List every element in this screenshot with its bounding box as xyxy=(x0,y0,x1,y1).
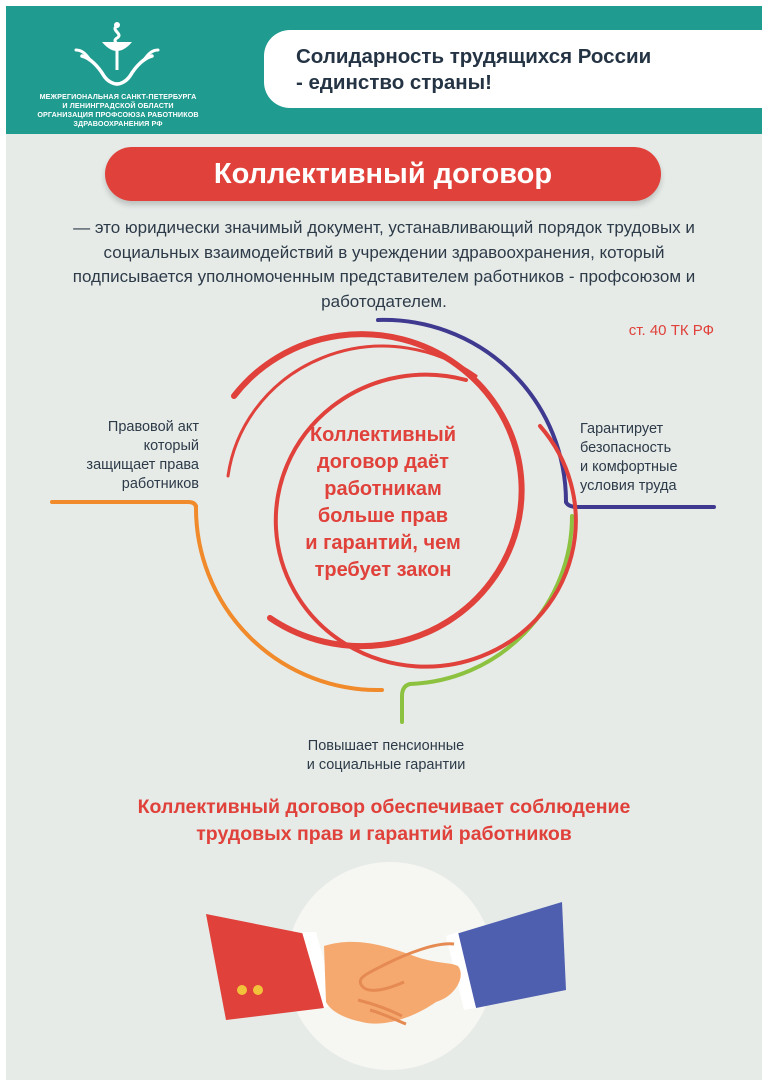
red-ring-swirl xyxy=(226,344,478,478)
green-connector xyxy=(400,682,412,724)
definition-text: — это юридически значимый документ, уста… xyxy=(72,218,696,311)
benefit-legal-act: Правовой акт который защищает права рабо… xyxy=(46,418,199,494)
benefit-safety: Гарантирует безопасность и комфортные ус… xyxy=(580,420,720,496)
org-name-line: здравоохранения РФ xyxy=(73,119,163,128)
org-name-line: и Ленинградской области xyxy=(62,101,174,110)
center-line: больше прав xyxy=(317,505,449,527)
slogan-line: Солидарность трудящихся России xyxy=(296,45,652,68)
handshake-icon xyxy=(206,862,566,1070)
red-ring-outer xyxy=(231,331,525,650)
center-line: договор даёт xyxy=(317,451,449,473)
conclusion-line: трудовых прав и гарантий работников xyxy=(196,823,572,845)
article-reference: ст. 40 ТК РФ xyxy=(628,322,714,339)
org-name-line: организация профсоюза работников xyxy=(37,110,199,119)
org-logo: Межрегиональная Санкт-Петербурга и Ленин… xyxy=(18,20,218,130)
orange-arc xyxy=(193,504,384,693)
slogan-box: Солидарность трудящихся России - единств… xyxy=(264,30,762,108)
benefit-line: и комфортные xyxy=(580,459,678,475)
benefit-line: защищает права xyxy=(86,457,199,473)
center-line: требует закон xyxy=(314,559,452,581)
center-line: и гарантий, чем xyxy=(305,532,461,554)
bowl-of-hygieia-hands-icon xyxy=(74,22,160,86)
conclusion-line: Коллективный договор обеспечивает соблюд… xyxy=(137,796,631,818)
header-band: Межрегиональная Санкт-Петербурга и Ленин… xyxy=(6,6,762,134)
benefit-line: Правовой акт xyxy=(107,419,199,435)
benefit-line: условия труда xyxy=(580,478,677,494)
benefit-line: и социальные гарантии xyxy=(306,757,466,773)
orange-connector xyxy=(50,500,198,510)
center-line: работникам xyxy=(324,478,442,500)
org-name-line: Межрегиональная Санкт-Петербурга xyxy=(39,92,197,101)
center-statement: Коллективный договор даёт работникам бол… xyxy=(278,422,488,584)
benefit-line: Повышает пенсионные xyxy=(307,738,465,754)
benefit-line: безопасность xyxy=(580,440,672,456)
red-ring-inner xyxy=(273,372,578,669)
benefit-line: работников xyxy=(121,476,199,492)
poster: Межрегиональная Санкт-Петербурга и Ленин… xyxy=(6,6,762,1080)
org-name: Межрегиональная Санкт-Петербурга и Ленин… xyxy=(18,92,218,128)
slogan: Солидарность трудящихся России - единств… xyxy=(296,44,756,96)
slogan-line: - единство страны! xyxy=(296,71,492,94)
benefit-pension: Повышает пенсионные и социальные гаранти… xyxy=(226,737,546,775)
conclusion: Коллективный договор обеспечивает соблюд… xyxy=(36,794,732,848)
benefits-diagram xyxy=(50,317,716,724)
page-title: Коллективный договор xyxy=(105,147,661,201)
benefit-line: Гарантирует xyxy=(580,421,664,437)
purple-connector xyxy=(564,500,716,509)
center-line: Коллективный xyxy=(309,424,457,446)
benefit-line: который xyxy=(143,438,199,454)
